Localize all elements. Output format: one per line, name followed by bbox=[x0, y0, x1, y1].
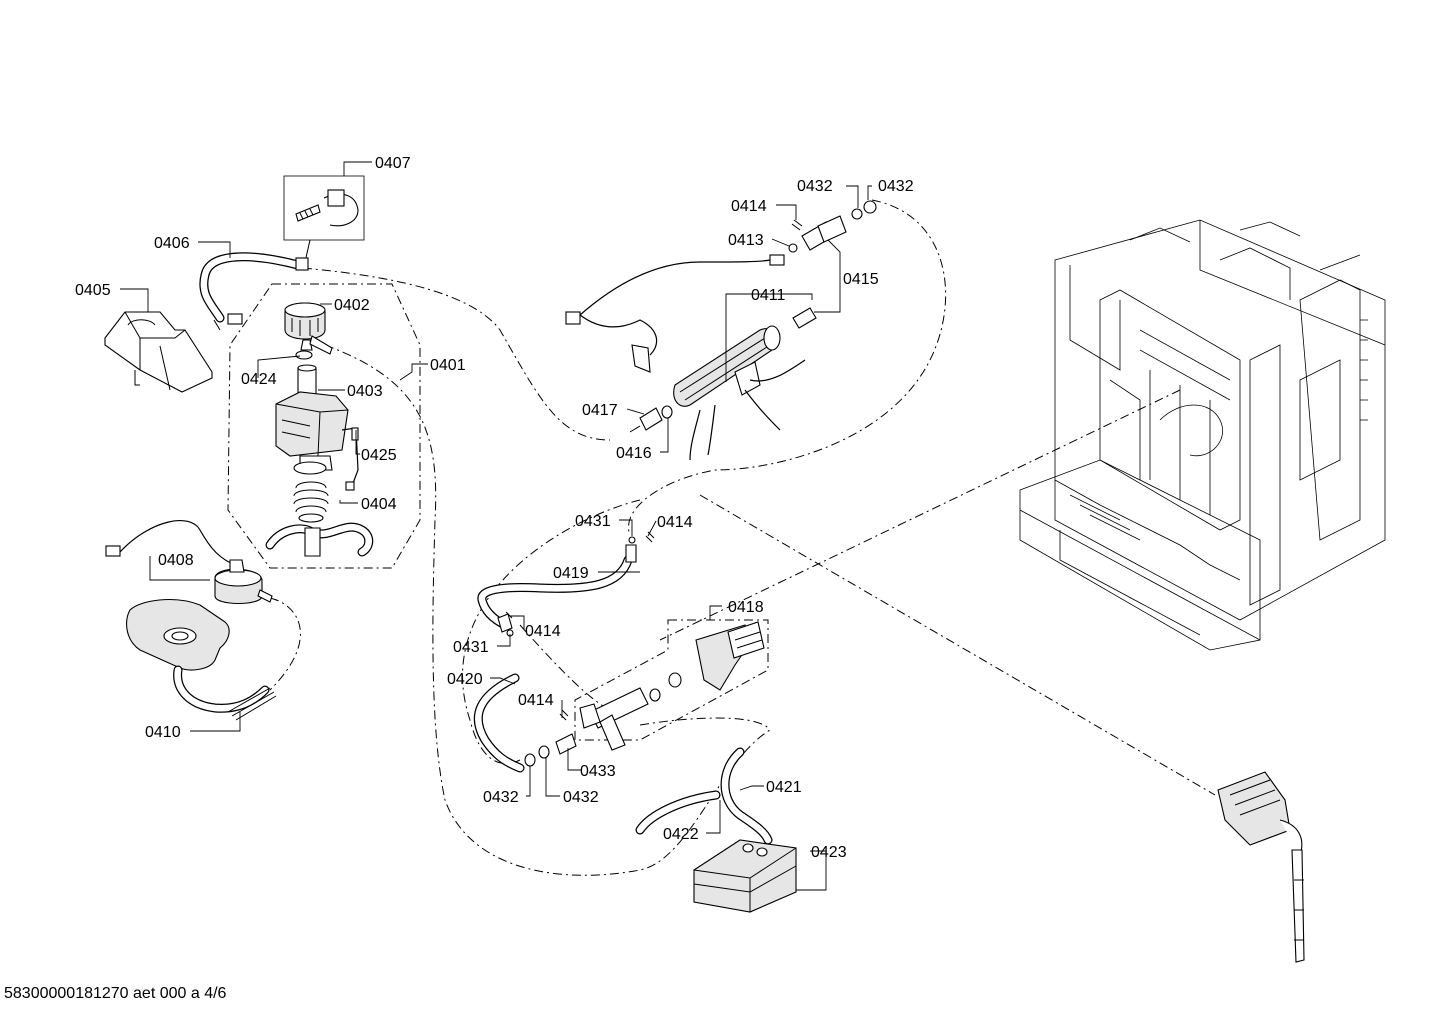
label-0410: 0410 bbox=[145, 724, 181, 741]
tank-0410 bbox=[126, 599, 277, 721]
pump-0403 bbox=[275, 364, 349, 471]
label-0405: 0405 bbox=[75, 282, 111, 299]
fittings-upper bbox=[788, 200, 877, 329]
label-0408: 0408 bbox=[158, 552, 194, 569]
label-0419: 0419 bbox=[553, 565, 589, 582]
label-0431-lower: 0431 bbox=[453, 639, 489, 656]
machine-frame bbox=[1019, 219, 1386, 651]
label-0414-bottom: 0414 bbox=[518, 692, 554, 709]
label-0416: 0416 bbox=[616, 445, 652, 462]
document-reference: 58300000181270 aet 000 a 4/6 bbox=[4, 985, 227, 1002]
tank-0423 bbox=[635, 747, 797, 913]
label-0417: 0417 bbox=[582, 402, 618, 419]
leader-lines bbox=[120, 161, 872, 891]
hose-0419 bbox=[477, 531, 655, 637]
label-0404: 0404 bbox=[361, 496, 397, 513]
part-0418-inset bbox=[574, 619, 769, 741]
label-0407: 0407 bbox=[375, 155, 411, 172]
bracket-0405 bbox=[104, 311, 213, 393]
label-0425: 0425 bbox=[361, 447, 397, 464]
dash-dot-connections bbox=[269, 199, 1216, 876]
label-0414-upper: 0414 bbox=[731, 198, 767, 215]
label-0432-bottom-right: 0432 bbox=[563, 789, 599, 806]
label-0403: 0403 bbox=[347, 383, 383, 400]
part-labels: 0407 0406 0405 0402 0424 0403 0401 0425 … bbox=[75, 155, 914, 861]
tpiece-0433 bbox=[555, 672, 682, 755]
hose-0420 bbox=[473, 673, 550, 773]
label-0423: 0423 bbox=[811, 844, 847, 861]
steam-wand bbox=[1217, 771, 1305, 963]
valve-0408 bbox=[105, 519, 273, 604]
label-0421: 0421 bbox=[766, 779, 802, 796]
fittings-0416-0417 bbox=[629, 405, 673, 433]
label-0424: 0424 bbox=[241, 371, 277, 388]
clamp-inset bbox=[283, 175, 365, 263]
label-0414-lower: 0414 bbox=[525, 623, 561, 640]
hose-0406 bbox=[199, 252, 309, 331]
thermoblock-0411 bbox=[565, 254, 806, 461]
label-0402: 0402 bbox=[334, 297, 370, 314]
label-0411: 0411 bbox=[751, 287, 786, 304]
oring-0424 bbox=[295, 350, 313, 360]
label-0418: 0418 bbox=[728, 599, 764, 616]
spring-0404 bbox=[265, 461, 374, 557]
label-0406: 0406 bbox=[154, 235, 190, 252]
label-0432-bottom-left: 0432 bbox=[483, 789, 519, 806]
cable-0425 bbox=[341, 427, 359, 491]
label-0420: 0420 bbox=[447, 671, 483, 688]
label-0422: 0422 bbox=[663, 826, 699, 843]
label-0414-mid: 0414 bbox=[657, 514, 693, 531]
label-0413: 0413 bbox=[728, 232, 764, 249]
label-0433: 0433 bbox=[580, 763, 616, 780]
label-0432-upper-right: 0432 bbox=[878, 178, 914, 195]
label-0432-upper-left: 0432 bbox=[797, 178, 833, 195]
label-0415: 0415 bbox=[843, 271, 879, 288]
label-0401: 0401 bbox=[430, 357, 466, 374]
valve-0402 bbox=[284, 302, 333, 355]
label-0431-upper: 0431 bbox=[575, 513, 611, 530]
